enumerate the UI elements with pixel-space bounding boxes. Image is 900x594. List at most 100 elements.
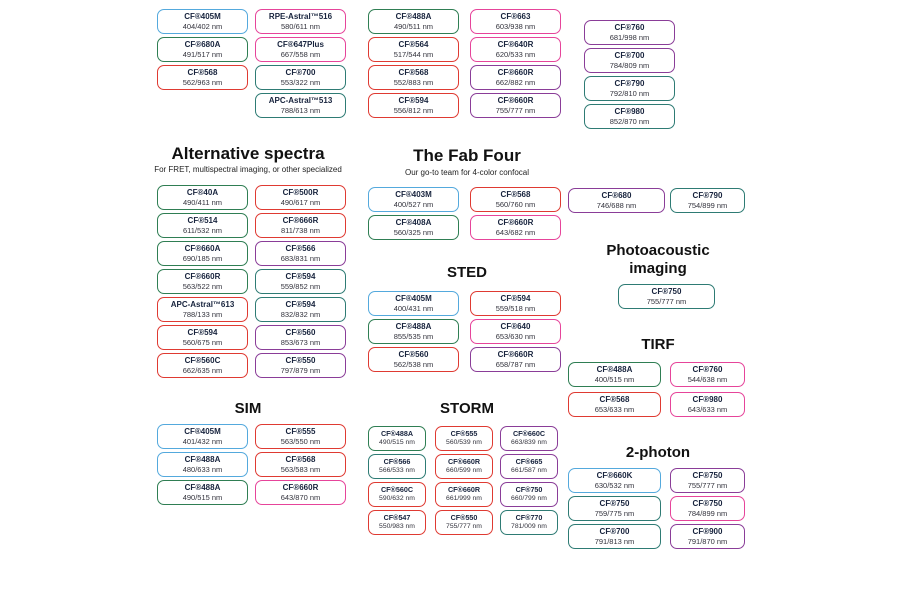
dye-name: CF®750 — [692, 499, 723, 509]
dye-name: CF®408A — [395, 218, 432, 228]
dye-name: CF®594 — [285, 300, 316, 310]
section-title-photoacoustic-line2: imaging — [629, 260, 687, 277]
dye-name: CF®700 — [285, 68, 316, 78]
dye-name: CF®568 — [500, 190, 531, 200]
dye-name: CF®660R — [447, 485, 481, 495]
dye-name: CF®640R — [497, 40, 534, 50]
dye-name: CF®568 — [599, 395, 630, 405]
dye-wavelengths: 590/632 nm — [379, 494, 415, 502]
dye-name: CF®660C — [512, 429, 546, 439]
dye-name: CF®488A — [596, 365, 633, 375]
dye-name: CF®660R — [497, 218, 534, 228]
dye-name: CF®660R — [497, 68, 534, 78]
dye-wavelengths: 400/527 nm — [393, 199, 434, 209]
dye-wavelengths: 662/882 nm — [495, 77, 536, 87]
dye-wavelengths: 603/938 nm — [495, 21, 536, 31]
dye-wavelengths: 853/673 nm — [280, 337, 321, 347]
dye-name: APC-Astral™613 — [170, 300, 235, 310]
dye-name: CF®660R — [497, 350, 534, 360]
dye-wavelengths: 490/515 nm — [182, 492, 223, 502]
dye-wavelengths: 661/999 nm — [446, 494, 482, 502]
dye-wavelengths: 643/682 nm — [495, 227, 536, 237]
dye-name: CF®594 — [285, 272, 316, 282]
dye-name: RPE-Astral™516 — [268, 12, 333, 22]
dye-wavelengths: 400/515 nm — [594, 374, 635, 384]
dye-wavelengths: 630/532 nm — [594, 480, 635, 490]
dye-name: CF®547 — [383, 513, 411, 523]
dye-name: CF®405M — [184, 427, 221, 437]
dye-name: CF®568 — [187, 68, 218, 78]
dye-wavelengths: 560/539 nm — [446, 438, 482, 446]
dye-wavelengths: 517/544 nm — [393, 49, 434, 59]
dye-name: CF®560C — [380, 485, 414, 495]
dye-name: CF®770 — [515, 513, 543, 523]
dye-wavelengths: 560/675 nm — [182, 337, 223, 347]
section-subtitle-fab-four: Our go-to team for 4-color confocal — [404, 168, 530, 177]
dye-wavelengths: 490/411 nm — [182, 197, 223, 207]
dye-wavelengths: 755/777 nm — [646, 296, 687, 306]
dye-wavelengths: 480/633 nm — [182, 464, 223, 474]
dye-name: CF®680 — [601, 191, 632, 201]
dye-name: CF®980 — [692, 395, 723, 405]
dye-wavelengths: 755/777 nm — [495, 105, 536, 115]
dye-wavelengths: 490/515 nm — [379, 438, 415, 446]
dye-wavelengths: 663/839 nm — [511, 438, 547, 446]
dye-name: CF®405M — [184, 12, 221, 22]
dye-wavelengths: 643/870 nm — [280, 492, 321, 502]
dye-wavelengths: 490/511 nm — [393, 21, 434, 31]
dye-wavelengths: 781/009 nm — [511, 522, 547, 530]
dye-name: CF®566 — [383, 457, 411, 467]
dye-name: CF®760 — [692, 365, 723, 375]
dye-name: CF®750 — [599, 499, 630, 509]
dye-wavelengths: 755/777 nm — [446, 522, 482, 530]
section-title-alternative-spectra: Alternative spectra — [171, 144, 325, 163]
dye-wavelengths: 755/777 nm — [687, 480, 728, 490]
dye-wavelengths: 855/535 nm — [393, 331, 434, 341]
dye-name: CF®568 — [285, 455, 316, 465]
dye-name: CF®640 — [500, 322, 531, 332]
dye-wavelengths: 658/787 nm — [495, 359, 536, 369]
dye-name: CF®566 — [285, 244, 316, 254]
dye-name: CF®750 — [651, 287, 682, 297]
dye-wavelengths: 784/899 nm — [687, 508, 728, 518]
dye-name: CF®660A — [184, 244, 221, 254]
dye-name: APC-Astral™513 — [268, 96, 333, 106]
dye-name: CF®665 — [515, 457, 543, 467]
